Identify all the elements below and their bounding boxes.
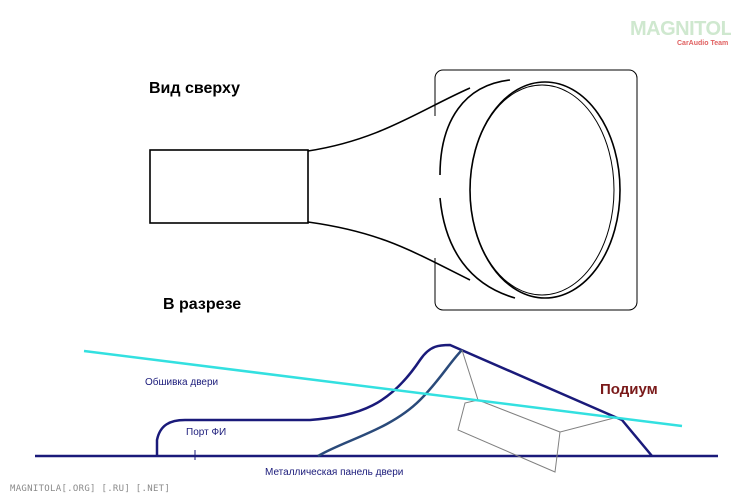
speaker-section	[457, 349, 615, 473]
top-view-drawing	[149, 69, 638, 311]
cyan-line	[83, 349, 683, 428]
port-rectangle	[149, 149, 309, 224]
brand-logo: MAGNITOLA	[630, 18, 731, 40]
speaker-face-rim	[469, 84, 615, 296]
top-view-label: Вид сверху	[149, 80, 240, 97]
section-label: В разрезе	[163, 296, 242, 313]
door-trim-label: Обшивка двери	[145, 377, 219, 388]
funnel-bottom-curve	[307, 221, 471, 281]
port-label: Порт ФИ	[186, 427, 227, 438]
funnel-top-curve	[307, 87, 471, 152]
podium-label: Подиум	[600, 381, 658, 398]
metal-panel-label: Металлическая панель двери	[265, 467, 404, 478]
door-trim-contour	[155, 343, 653, 457]
port-tube-inner	[317, 349, 463, 458]
watermark-text: MAGNITOLA[.ORG] [.RU] [.NET]	[10, 484, 171, 494]
brand-logo-subtitle: CarAudio Team	[677, 40, 729, 47]
speaker-cone-back	[439, 79, 516, 299]
speaker-frame	[434, 69, 638, 311]
